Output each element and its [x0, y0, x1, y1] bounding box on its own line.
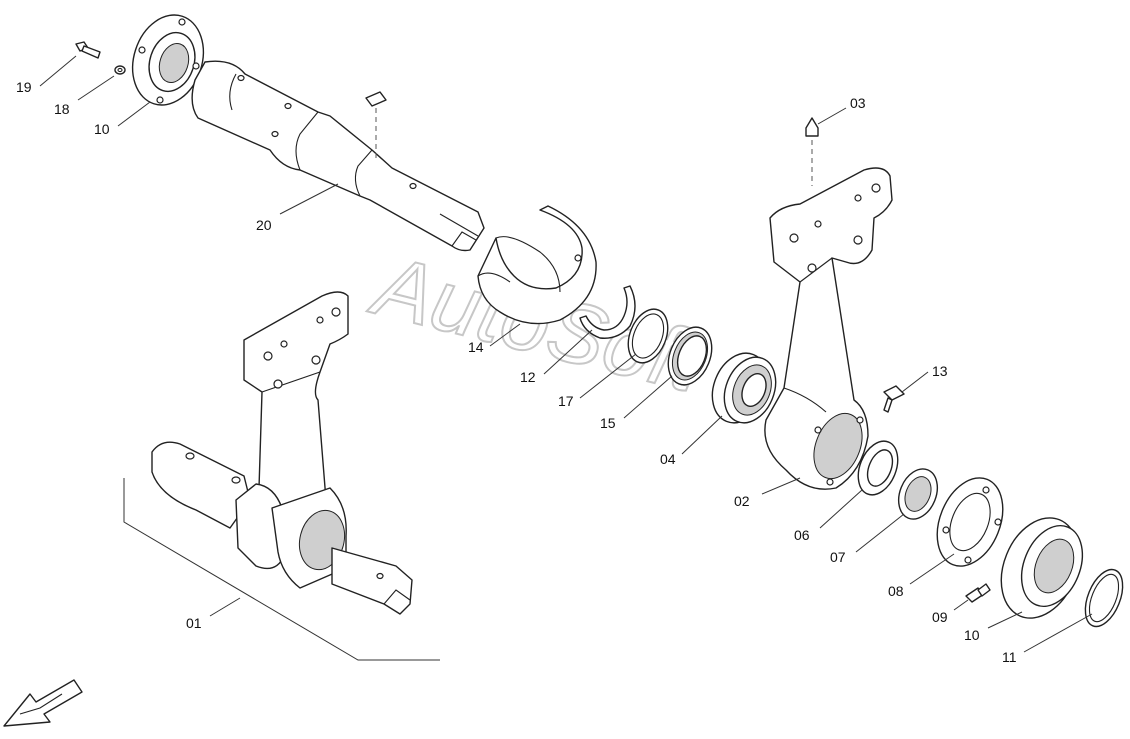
part-17-ring — [627, 308, 669, 364]
callout-20: 20 — [256, 217, 272, 233]
callout-labels: 19 18 10 20 03 14 12 17 15 04 13 02 06 0… — [16, 79, 1017, 665]
part-13-screw — [883, 385, 905, 413]
callout-19: 19 — [16, 79, 32, 95]
callout-04: 04 — [660, 451, 676, 467]
callout-17: 17 — [558, 393, 574, 409]
callout-03: 03 — [850, 95, 866, 111]
part-08-flange — [936, 477, 1004, 567]
part-20-shaft — [191, 60, 485, 252]
arrow-down-left-icon — [3, 679, 83, 727]
part-15-ring — [667, 326, 713, 386]
callout-07: 07 — [830, 549, 846, 565]
part-01-bracket — [123, 478, 440, 661]
callout-11: 11 — [1002, 649, 1017, 665]
callout-18: 18 — [54, 101, 70, 117]
part-11-snap-ring — [1084, 568, 1124, 628]
part-01-arm-assembly — [151, 291, 413, 615]
part-03-grease-nipple — [805, 117, 819, 137]
part-09-bolt — [965, 583, 991, 603]
callout-15: 15 — [600, 415, 616, 431]
callout-02: 02 — [734, 493, 750, 509]
leader-lines — [39, 55, 1093, 653]
callout-13: 13 — [932, 363, 948, 379]
part-14-half-bushing — [477, 205, 597, 325]
part-19-bolt — [75, 41, 101, 59]
part-18-washer — [114, 65, 126, 75]
callout-10-bottom: 10 — [964, 627, 980, 643]
callout-14: 14 — [468, 339, 484, 355]
part-10-seal-bottom — [1000, 517, 1084, 619]
part-06-washer — [857, 440, 899, 496]
callout-08: 08 — [888, 583, 904, 599]
callout-10-top: 10 — [94, 121, 110, 137]
part-02-arm-right — [764, 167, 893, 490]
shaft-pin — [365, 91, 387, 107]
callout-06: 06 — [794, 527, 810, 543]
callout-12: 12 — [520, 369, 536, 385]
part-10-flange-top — [131, 14, 205, 106]
callout-09: 09 — [932, 609, 948, 625]
part-12-half-ring — [579, 285, 636, 339]
callout-01: 01 — [186, 615, 202, 631]
part-04-bearing — [711, 352, 777, 424]
part-07-nut — [897, 468, 939, 520]
